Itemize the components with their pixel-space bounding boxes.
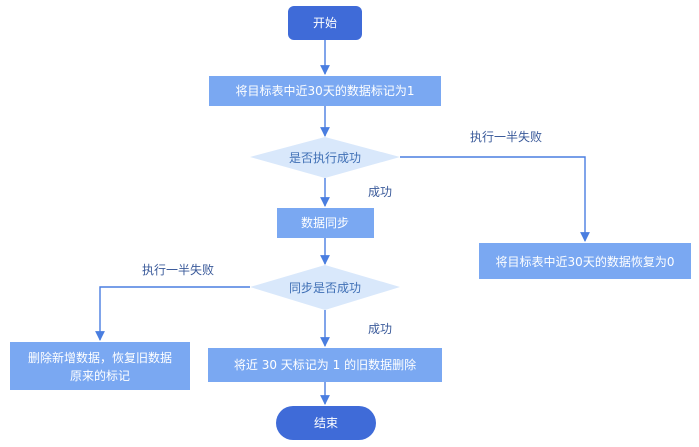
sync-shape (277, 208, 374, 238)
end-shape (276, 406, 376, 440)
edges (95, 40, 590, 405)
check-exec-label: 是否执行成功 (289, 151, 361, 165)
delete-new-label-line2: 原来的标记 (70, 368, 130, 383)
delete-old-label: 将近 30 天标记为 1 的旧数据删除 (234, 357, 416, 372)
edge-label-sync-fail: 执行一半失败 (142, 262, 214, 277)
node-restore: 将目标表中近30天的数据恢复为0 (479, 243, 691, 279)
node-delete-old: 将近 30 天标记为 1 的旧数据删除 (208, 348, 442, 382)
start-shape (288, 6, 362, 40)
check-sync-label: 同步是否成功 (289, 281, 361, 295)
mark-shape (209, 76, 441, 106)
node-delete-new: 删除新增数据，恢复旧数据 原来的标记 (10, 342, 190, 390)
edge-check-sync-to-delete-new (95, 286, 250, 341)
node-check-exec: 是否执行成功 (250, 137, 400, 178)
sync-label: 数据同步 (301, 215, 349, 230)
node-check-sync: 同步是否成功 (250, 265, 400, 310)
edge-check-exec-to-restore (400, 156, 590, 242)
node-mark: 将目标表中近30天的数据标记为1 (209, 76, 441, 106)
edge-label-exec-fail: 执行一半失败 (470, 129, 542, 144)
edge-label-sync-success: 成功 (368, 322, 392, 336)
edge-label-exec-success: 成功 (368, 185, 392, 199)
delete-new-label-line1: 删除新增数据，恢复旧数据 (28, 350, 172, 365)
node-end: 结束 (276, 406, 376, 440)
check-sync-shape (250, 265, 400, 310)
delete-new-shape (10, 342, 190, 390)
mark-label: 将目标表中近30天的数据标记为1 (236, 83, 415, 98)
node-start: 开始 (288, 6, 362, 40)
restore-shape (479, 243, 691, 279)
start-label: 开始 (313, 16, 337, 30)
check-exec-shape (250, 137, 400, 178)
delete-old-shape (208, 348, 442, 382)
restore-label: 将目标表中近30天的数据恢复为0 (496, 254, 675, 269)
node-sync: 数据同步 (277, 208, 374, 238)
end-label: 结束 (314, 416, 338, 430)
